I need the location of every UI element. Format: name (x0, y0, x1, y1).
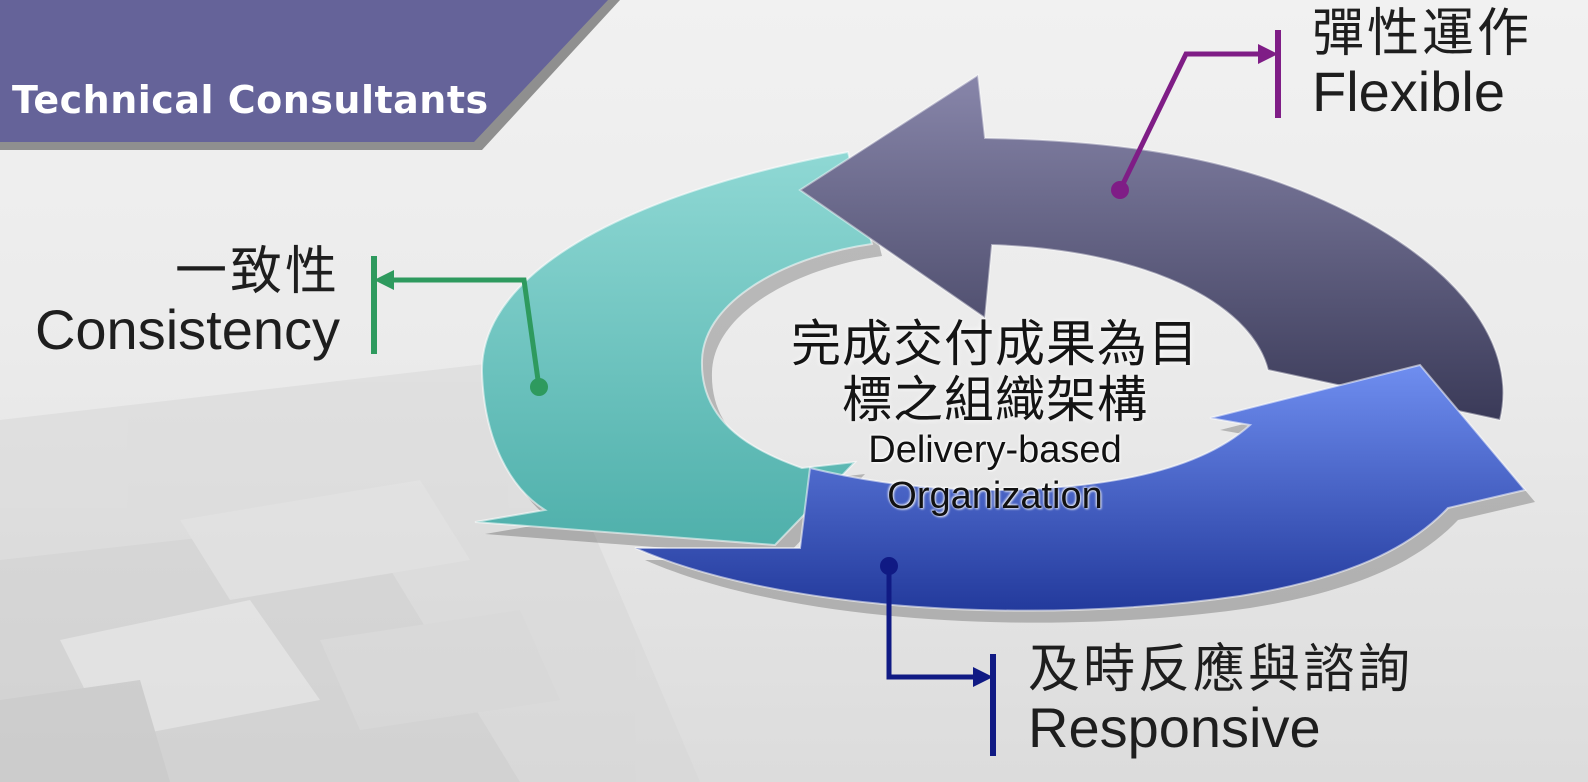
consistency-callout (371, 256, 548, 396)
responsive-label-zh: 及時反應與諮詢 (1028, 640, 1414, 700)
consistency-label-zh: 一致性 (174, 242, 340, 302)
responsive-label-en: Responsive (1028, 696, 1321, 760)
center-caption-zh-line2: 標之組織架構 (842, 371, 1148, 429)
center-caption: 完成交付成果為目 標之組織架構 Delivery-based Organizat… (720, 316, 1270, 519)
consistency-label: 一致性 Consistency (18, 244, 340, 361)
flexible-label-zh: 彈性運作 (1312, 4, 1533, 64)
responsive-label: 及時反應與諮詢 Responsive (1028, 642, 1413, 759)
consistency-arrow (474, 150, 874, 547)
flexible-label-en: Flexible (1312, 60, 1505, 124)
responsive-arrow (634, 363, 1527, 612)
flexible-arrow (798, 73, 1505, 422)
banner (0, 0, 608, 142)
flexible-label: 彈性運作 Flexible (1312, 6, 1532, 123)
responsive-callout (880, 557, 996, 756)
center-caption-en-line2: Organization (887, 474, 1103, 517)
flexible-callout (1111, 30, 1281, 199)
page-title: Technical Consultants (12, 78, 489, 122)
consistency-label-en: Consistency (34, 298, 340, 362)
center-caption-zh-line1: 完成交付成果為目 (791, 315, 1199, 373)
center-caption-en-line1: Delivery-based (868, 429, 1122, 471)
